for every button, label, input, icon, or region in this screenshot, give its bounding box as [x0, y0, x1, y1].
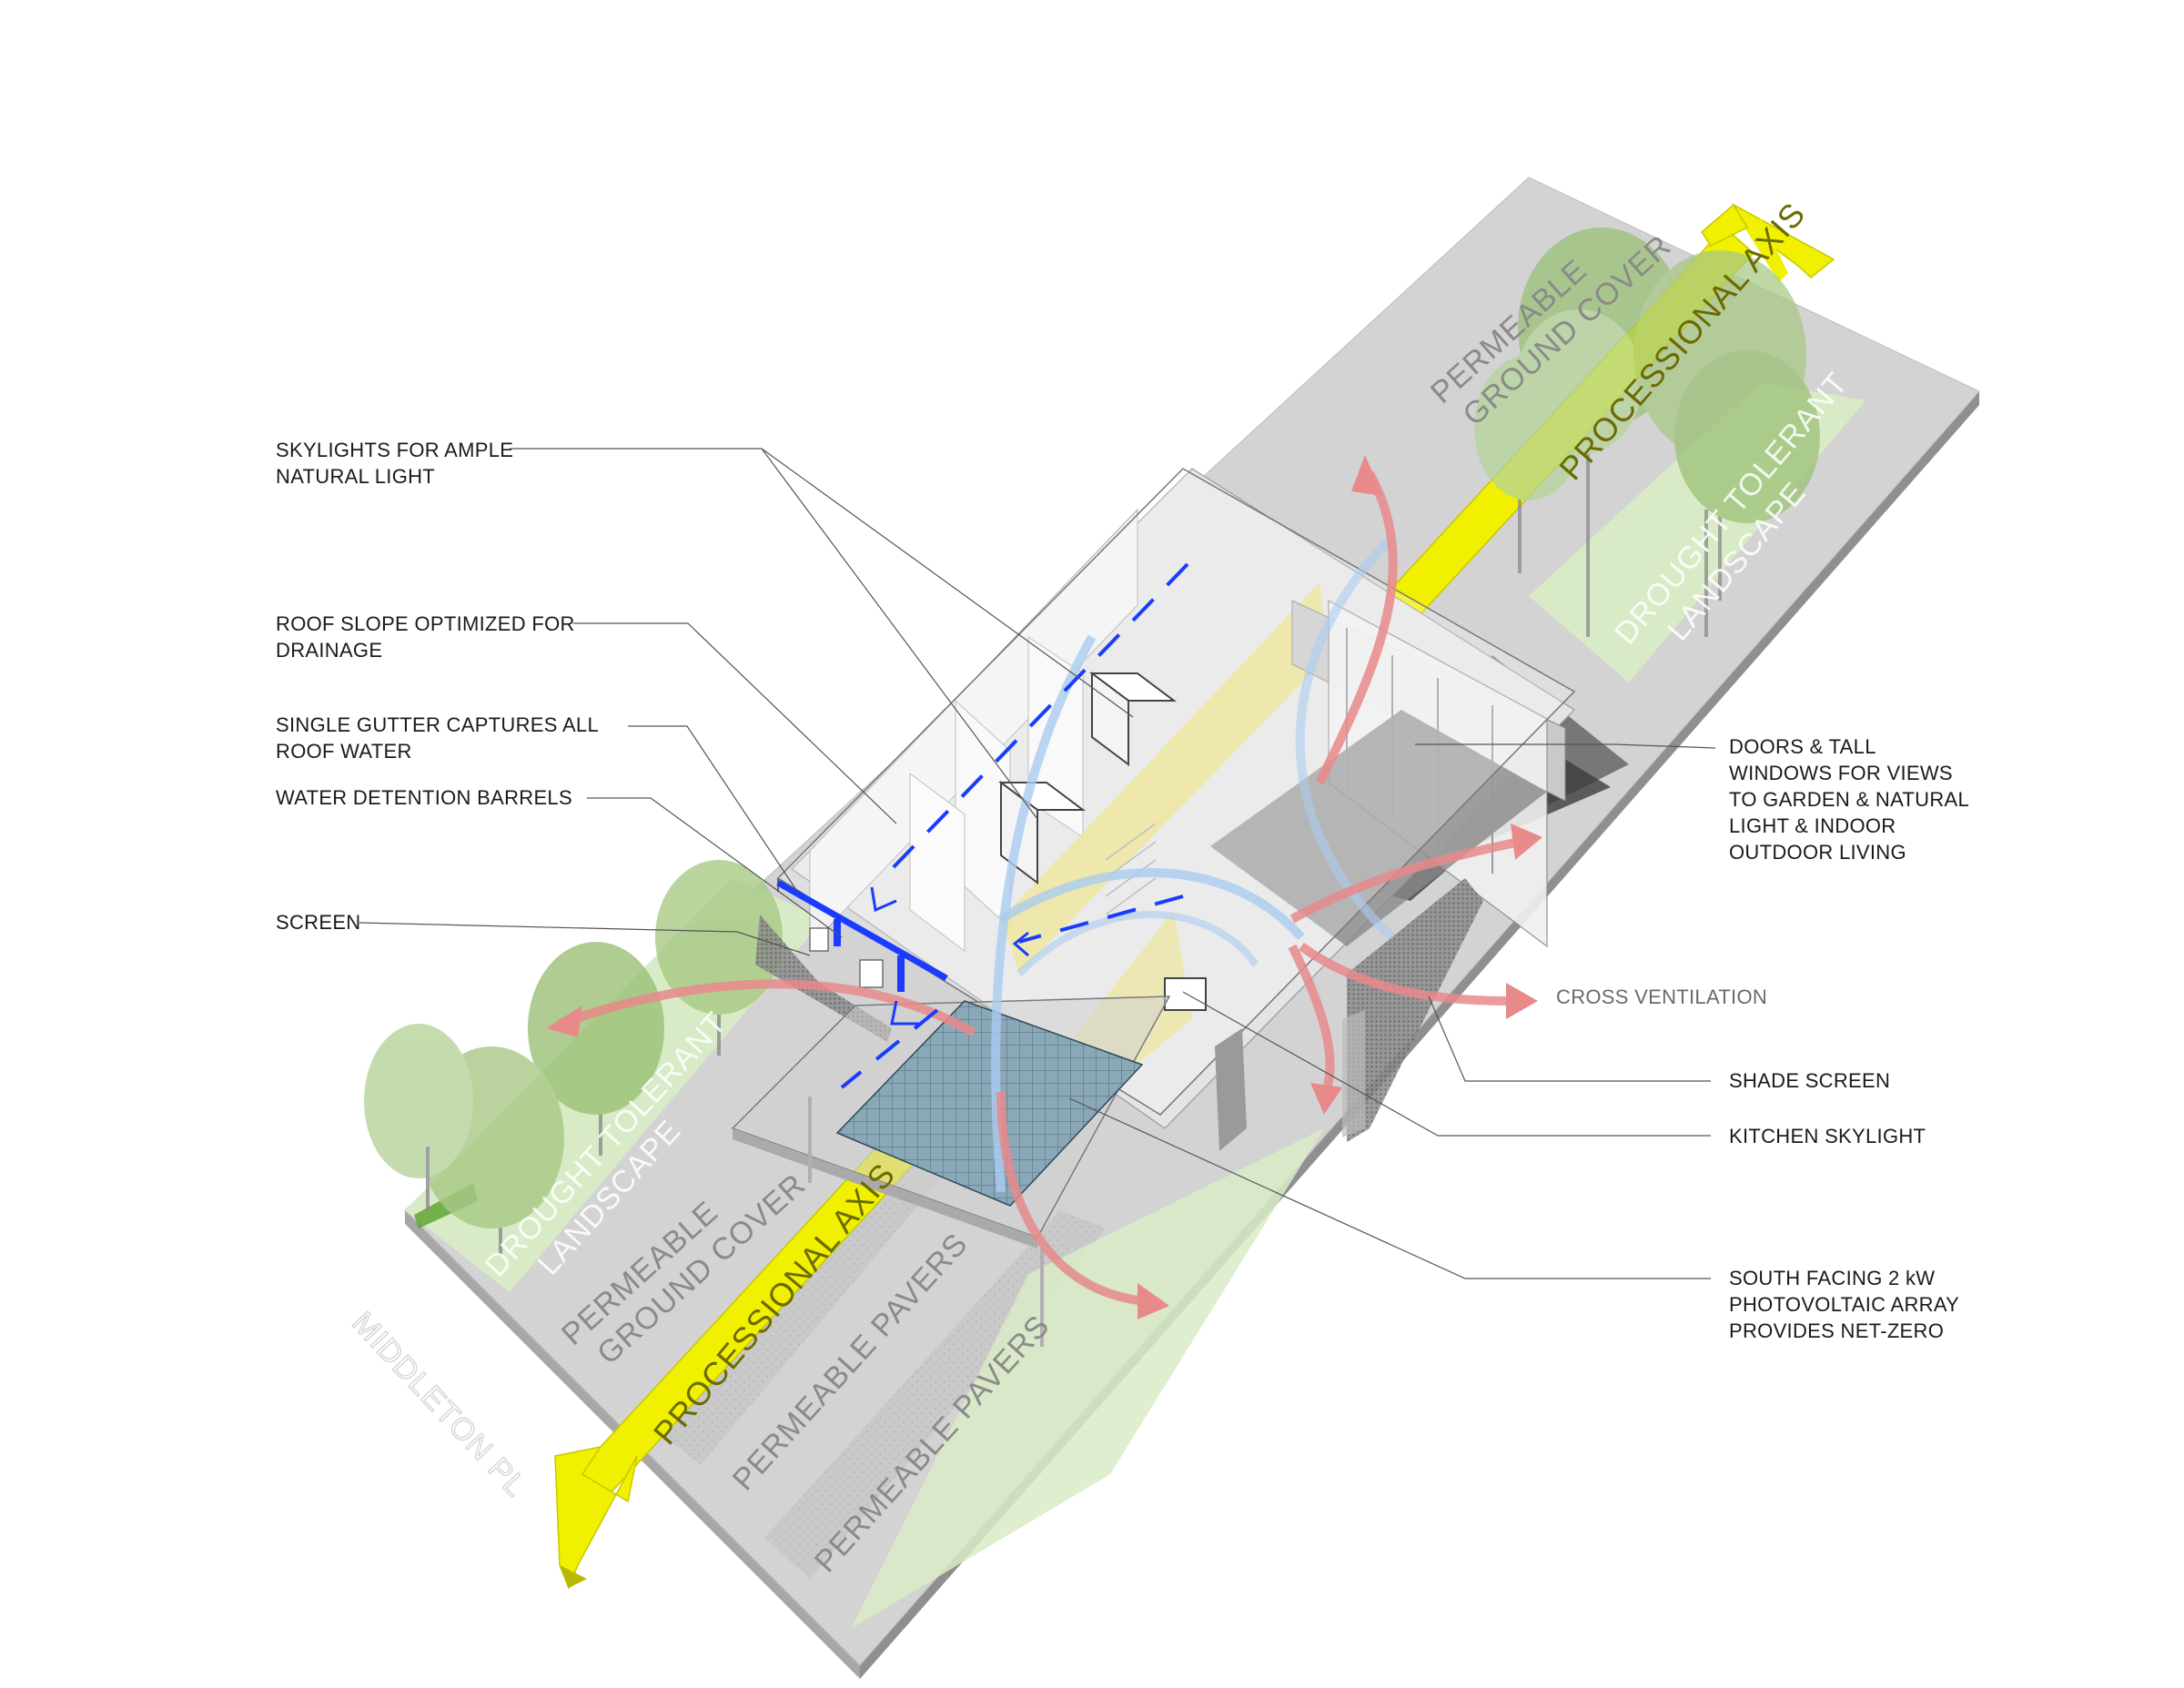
label-pv-3: PROVIDES NET-ZERO: [1729, 1319, 1944, 1342]
annotation-doors: DOORS & TALL WINDOWS FOR VIEWS TO GARDEN…: [1729, 735, 1969, 864]
label-doors-4: LIGHT & INDOOR: [1729, 814, 1896, 837]
annotation-cross-ventilation: CROSS VENTILATION: [1556, 986, 1767, 1008]
label-doors-5: OUTDOOR LIVING: [1729, 841, 1906, 864]
annotation-pv-array: SOUTH FACING 2 kW PHOTOVOLTAIC ARRAY PRO…: [1729, 1267, 1959, 1342]
label-doors-1: DOORS & TALL: [1729, 735, 1876, 758]
label-gutter-1: SINGLE GUTTER CAPTURES ALL: [276, 713, 599, 736]
airflow-blue: [991, 533, 1396, 1193]
label-pv-2: PHOTOVOLTAIC ARRAY: [1729, 1293, 1959, 1316]
trees-bottom: [364, 860, 783, 1256]
dash-arrowhead-1: [870, 886, 897, 913]
label-screen: SCREEN: [276, 911, 361, 934]
label-barrels: WATER DETENTION BARRELS: [276, 786, 572, 809]
label-skylights-2: NATURAL LIGHT: [276, 465, 435, 488]
street-name: MIDDLETON PL: [345, 1306, 533, 1504]
annotation-skylights: SKYLIGHTS FOR AMPLE NATURAL LIGHT: [276, 439, 513, 488]
annotation-screen: SCREEN: [276, 911, 361, 934]
annotation-roof-slope: ROOF SLOPE OPTIMIZED FOR DRAINAGE: [276, 612, 575, 662]
annotation-gutter: SINGLE GUTTER CAPTURES ALL ROOF WATER: [276, 713, 599, 763]
annotation-barrels: WATER DETENTION BARRELS: [276, 786, 572, 809]
annotation-shade-screen: SHADE SCREEN: [1729, 1069, 1890, 1092]
trees-top: [1474, 227, 1820, 637]
label-cross-ventilation: CROSS VENTILATION: [1556, 986, 1767, 1008]
label-skylights-1: SKYLIGHTS FOR AMPLE: [276, 439, 513, 461]
label-gutter-2: ROOF WATER: [276, 740, 412, 763]
annotation-kitchen-skylight: KITCHEN SKYLIGHT: [1729, 1125, 1926, 1147]
leader-lines: [359, 448, 1716, 1279]
water-flow-dashes: [840, 562, 1189, 1089]
label-doors-2: WINDOWS FOR VIEWS: [1729, 762, 1953, 784]
pv-canopy: [731, 996, 1171, 1347]
label-roof-slope-2: DRAINAGE: [276, 639, 382, 662]
dash-arrowhead-2: [1012, 931, 1029, 957]
label-shade-screen: SHADE SCREEN: [1729, 1069, 1890, 1092]
label-pv-1: SOUTH FACING 2 kW: [1729, 1267, 1935, 1289]
label-roof-slope-1: ROOF SLOPE OPTIMIZED FOR: [276, 612, 575, 635]
label-kitchen-skylight: KITCHEN SKYLIGHT: [1729, 1125, 1926, 1147]
label-doors-3: TO GARDEN & NATURAL: [1729, 788, 1969, 811]
ventilation-arrows-red: [546, 455, 1542, 1319]
